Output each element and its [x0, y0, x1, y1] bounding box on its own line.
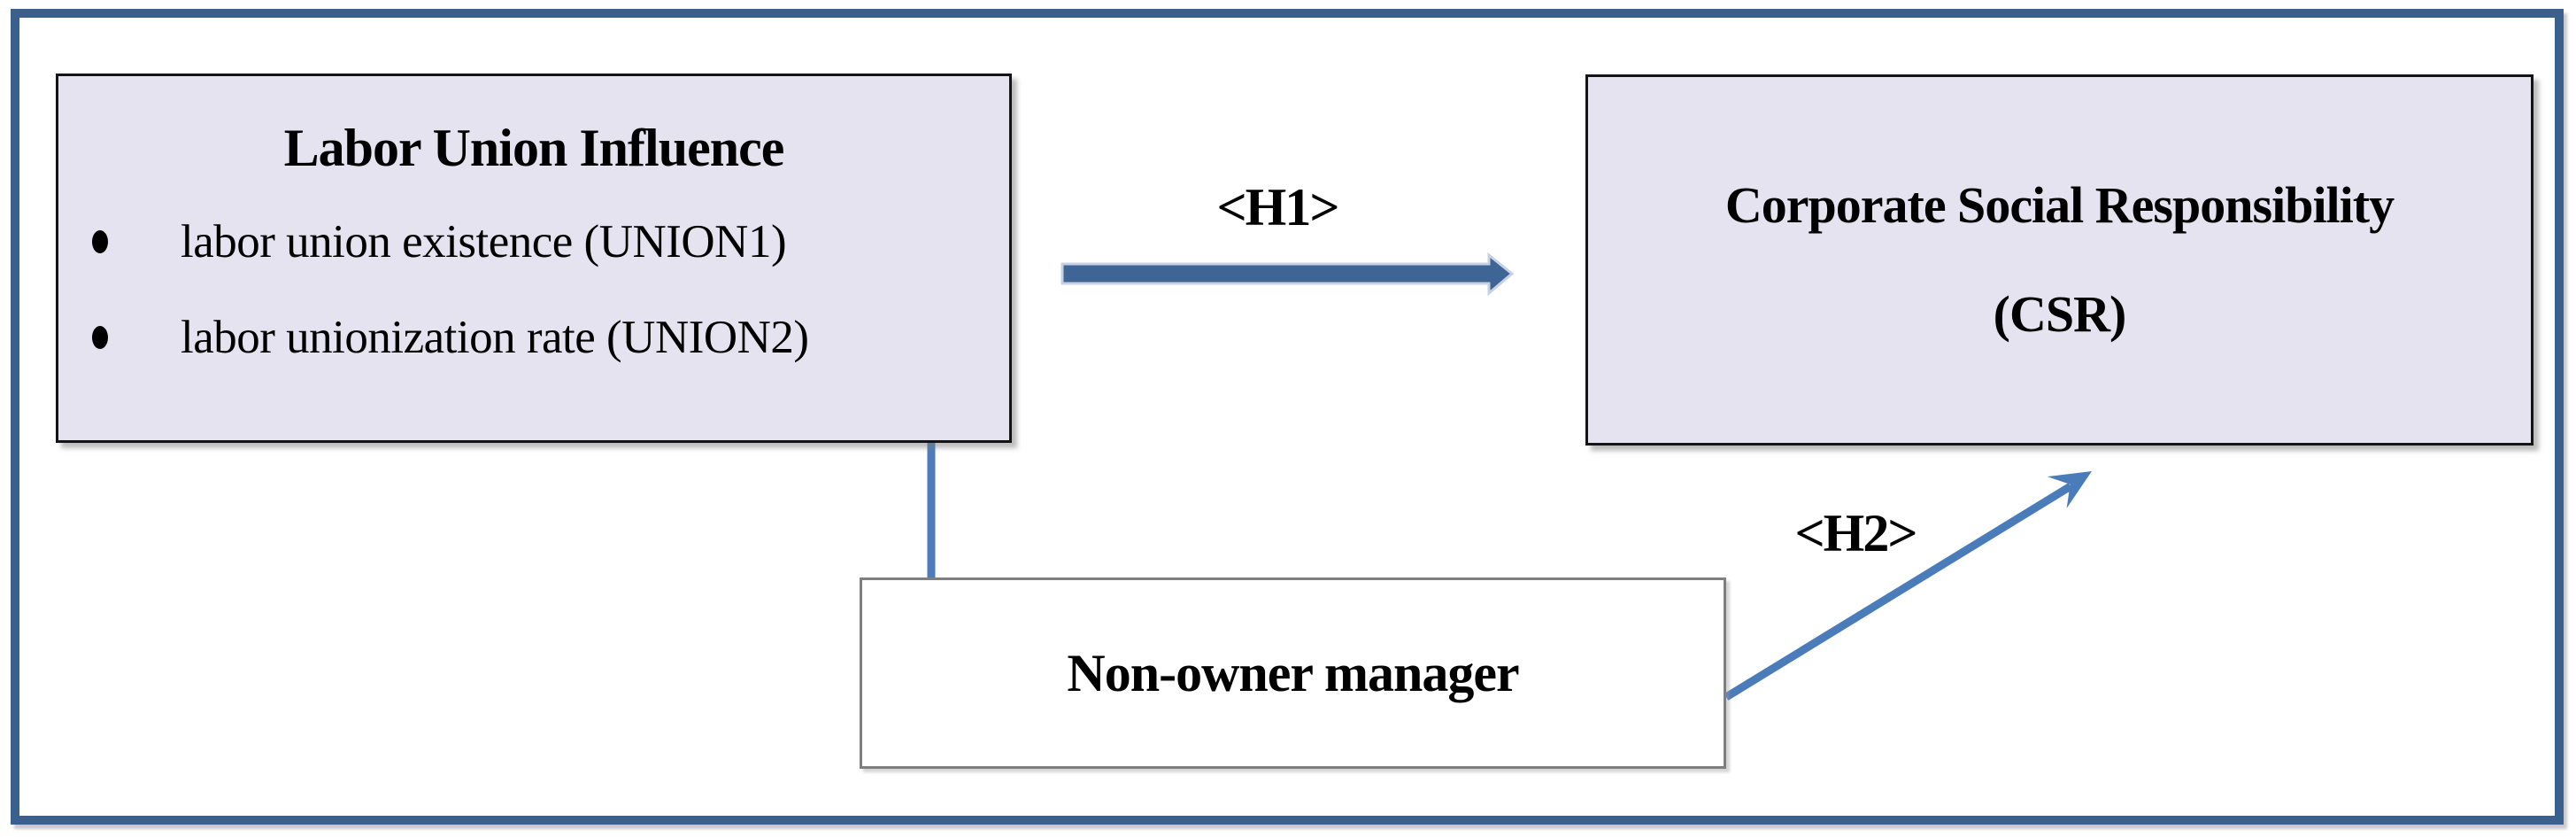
bullet-icon: [92, 326, 108, 350]
bullet-text-union1: labor union existence (UNION1): [181, 216, 787, 267]
list-item: labor union existence (UNION1): [58, 216, 1009, 267]
bullet-text-union2: labor unionization rate (UNION2): [181, 312, 809, 364]
csr-subtitle: (CSR): [1993, 284, 2127, 343]
non-owner-manager-label: Non-owner manager: [1067, 643, 1519, 702]
csr-title: Corporate Social Responsibility: [1724, 175, 2395, 234]
labor-union-influence-box: Labor Union Influence labor union existe…: [56, 74, 1012, 443]
non-owner-manager-box: Non-owner manager: [860, 577, 1726, 769]
csr-box: Corporate Social Responsibility (CSR): [1585, 74, 2534, 446]
h2-hypothesis-label: <H2>: [1794, 504, 1917, 562]
outer-frame: [11, 9, 2564, 825]
labor-union-influence-title: Labor Union Influence: [283, 119, 785, 177]
bullet-icon: [92, 230, 108, 253]
list-item: labor unionization rate (UNION2): [58, 312, 1009, 363]
labor-union-bullet-list: labor union existence (UNION1) labor uni…: [58, 216, 1009, 364]
h1-hypothesis-label: <H1>: [1216, 178, 1339, 236]
